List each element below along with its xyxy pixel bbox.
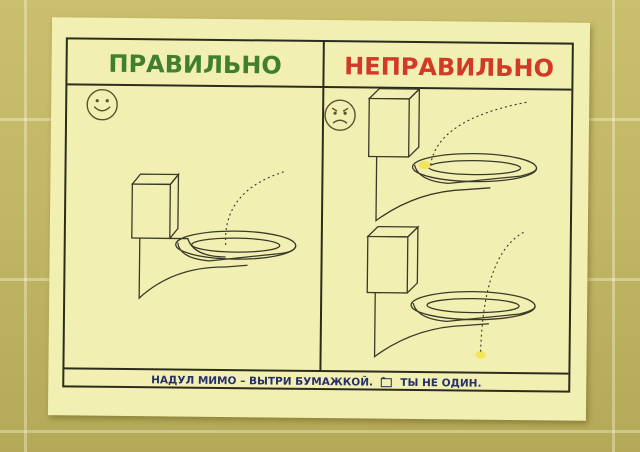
caption-text-second: ТЫ НЕ ОДИН. <box>400 376 482 390</box>
footer-caption: НАДУЛ МИМО – ВЫТРИ БУМАЖКОЙ. ТЫ НЕ ОДИН. <box>64 371 568 392</box>
instruction-poster: ПРАВИЛЬНО НЕПРАВИЛЬНО <box>47 17 591 421</box>
toilet-illustration-wrong-bottom <box>366 225 536 359</box>
poster-frame: ПРАВИЛЬНО НЕПРАВИЛЬНО <box>62 37 574 393</box>
heading-correct: ПРАВИЛЬНО <box>108 49 282 80</box>
toilet-illustration-correct <box>130 171 297 300</box>
caption-text-first: НАДУЛ МИМО – ВЫТРИ БУМАЖКОЙ. <box>151 374 374 389</box>
column-divider <box>319 42 325 373</box>
heading-wrong: НЕПРАВИЛЬНО <box>344 52 555 83</box>
smiley-face-icon <box>86 89 118 121</box>
toilet-paper-icon <box>381 377 393 388</box>
toilet-illustration-wrong-top <box>367 87 538 222</box>
frowning-face-icon <box>324 99 356 131</box>
